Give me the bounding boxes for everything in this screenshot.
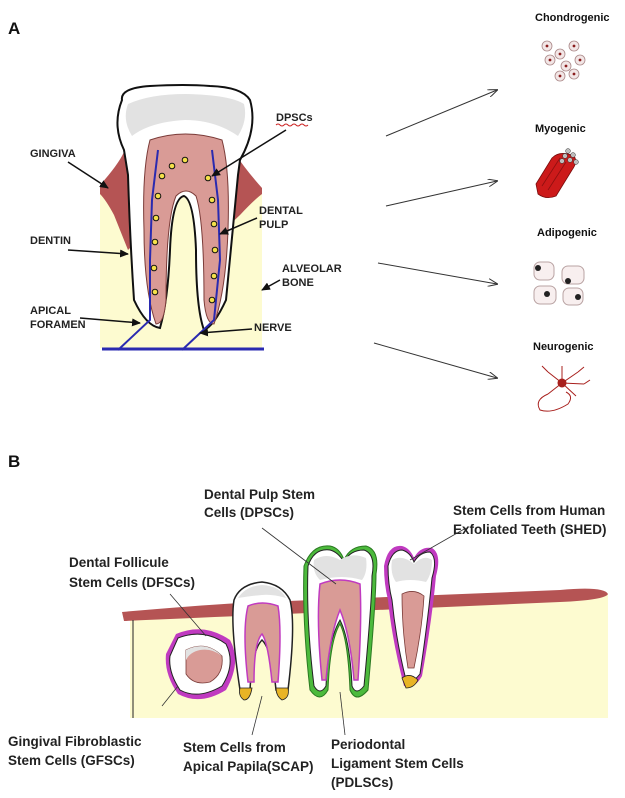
label-gingiva: GINGIVA bbox=[30, 148, 76, 160]
chondrocyte-cells bbox=[542, 41, 585, 81]
svg-text:PULP: PULP bbox=[259, 219, 288, 231]
label-apical-foramen: APICAL bbox=[30, 305, 71, 317]
jaw-illustration bbox=[122, 546, 608, 718]
svg-text:Stem Cells (GFSCs): Stem Cells (GFSCs) bbox=[8, 753, 135, 768]
svg-text:Ligament Stem Cells: Ligament Stem Cells bbox=[331, 756, 464, 771]
label-dfscs: Dental Follicule bbox=[69, 555, 169, 570]
label-myogenic: Myogenic bbox=[535, 123, 586, 135]
label-dpscs: DPSCs bbox=[276, 112, 313, 124]
panel-b-label: B bbox=[8, 452, 20, 471]
label-shed: Stem Cells from Human bbox=[453, 503, 605, 518]
svg-text:BONE: BONE bbox=[282, 277, 314, 289]
label-dpscs-b: Dental Pulp Stem bbox=[204, 487, 315, 502]
label-adipogenic: Adipogenic bbox=[537, 227, 597, 239]
label-nerve: NERVE bbox=[254, 322, 292, 334]
svg-text:Apical Papila(SCAP): Apical Papila(SCAP) bbox=[183, 759, 314, 774]
svg-text:Stem Cells (DFSCs): Stem Cells (DFSCs) bbox=[69, 575, 195, 590]
svg-text:(PDLSCs): (PDLSCs) bbox=[331, 775, 393, 790]
muscle-fiber-bundle bbox=[536, 149, 578, 198]
label-scap: Stem Cells from bbox=[183, 740, 286, 755]
label-chondrogenic: Chondrogenic bbox=[535, 12, 610, 24]
panel-a-label: A bbox=[8, 19, 20, 38]
differentiation-arrows bbox=[374, 90, 497, 378]
label-gfscs: Gingival Fibroblastic bbox=[8, 734, 142, 749]
label-dental-pulp: DENTAL bbox=[259, 205, 303, 217]
label-dentin: DENTIN bbox=[30, 235, 71, 247]
neuron-cell bbox=[538, 366, 590, 411]
label-pdlscs: Periodontal bbox=[331, 737, 405, 752]
tooth-cross-section bbox=[100, 85, 264, 350]
label-neurogenic: Neurogenic bbox=[533, 341, 594, 353]
label-alveolar-bone: ALVEOLAR bbox=[282, 263, 342, 275]
svg-text:Cells (DPSCs): Cells (DPSCs) bbox=[204, 505, 294, 520]
svg-text:Exfoliated Teeth (SHED): Exfoliated Teeth (SHED) bbox=[453, 522, 607, 537]
svg-text:FORAMEN: FORAMEN bbox=[30, 319, 86, 331]
